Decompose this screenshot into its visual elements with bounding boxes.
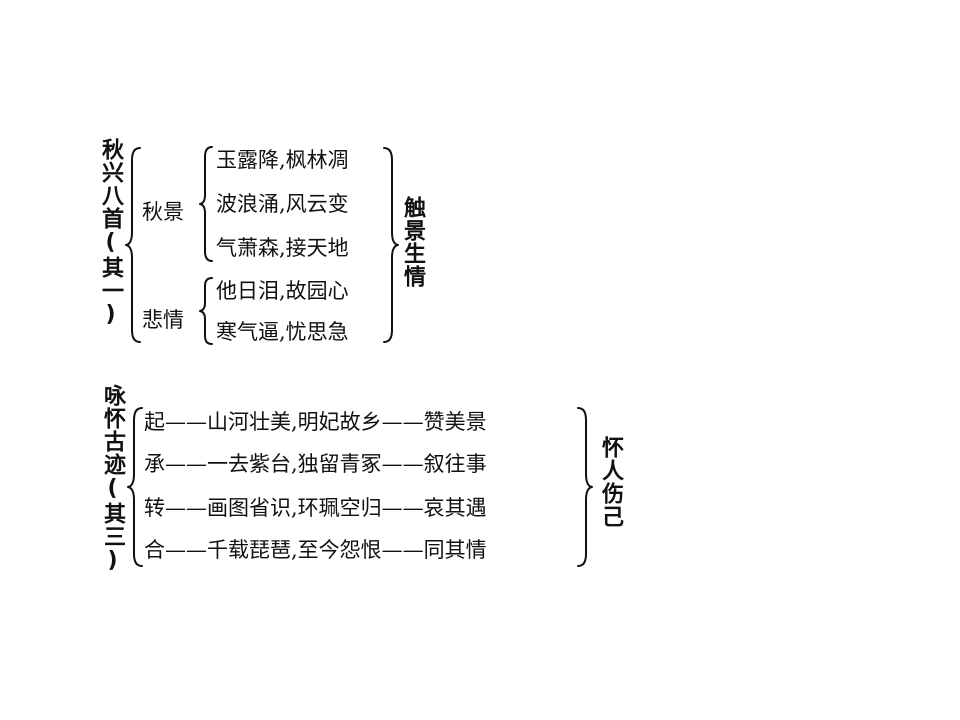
poem2-line-1: 起——山河壮美,明妃故乡——赞美景	[144, 410, 487, 434]
poem1-title: 秋兴八首(其一)	[98, 138, 123, 328]
autumn-scene-line-1: 玉露降,枫林凋	[216, 148, 349, 172]
poem2-right-brace	[577, 407, 593, 567]
poem1-right-brace	[383, 147, 399, 343]
poem2-left-brace	[127, 407, 143, 567]
sad-feeling-line-1: 他日泪,故园心	[216, 279, 349, 303]
autumn-scene-line-3: 气萧森,接天地	[216, 236, 349, 260]
poem2-line-4: 合——千载琵琶,至今怨恨——同其情	[144, 538, 487, 562]
autumn-scene-line-2: 波浪涌,风云变	[216, 192, 349, 216]
sad-feeling-label: 悲情	[142, 308, 184, 332]
poem2-line-2: 承——一去紫台,独留青冢——叙往事	[144, 452, 487, 476]
sad-feeling-brace	[199, 277, 213, 345]
poem2-summary: 怀人伤己	[598, 436, 623, 528]
autumn-scene-label: 秋景	[142, 200, 184, 224]
poem1-summary: 触景生情	[400, 196, 425, 288]
poem2-line-3: 转——画图省识,环珮空归——哀其遇	[144, 496, 487, 520]
poem1-outer-brace	[125, 147, 141, 343]
autumn-scene-brace	[199, 146, 213, 262]
poem2-title: 咏怀古迹(其三)	[100, 384, 125, 574]
sad-feeling-line-2: 寒气逼,忧思急	[216, 320, 349, 344]
